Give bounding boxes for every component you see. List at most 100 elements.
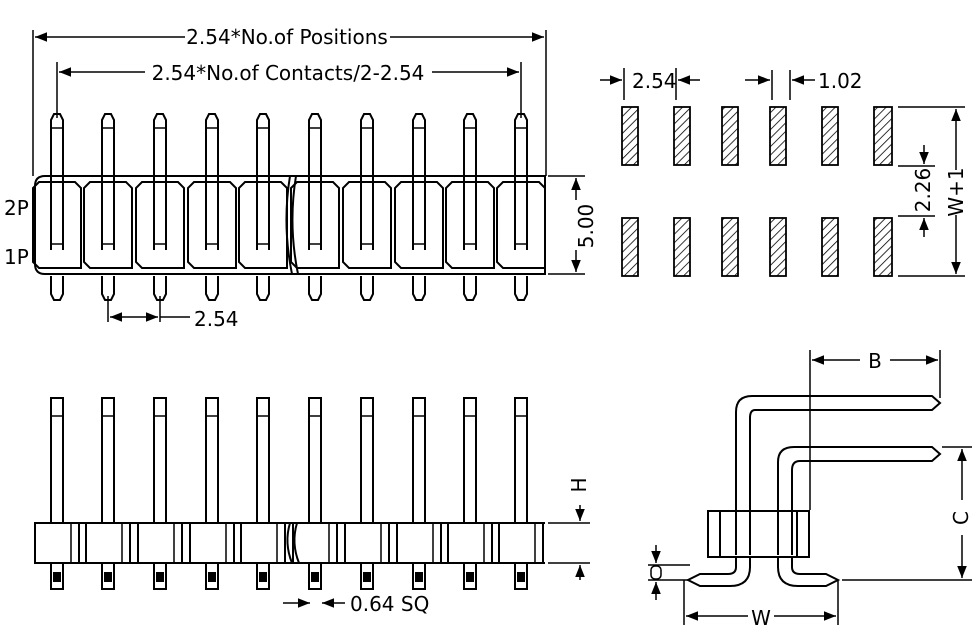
dim-row-label: 2.26: [911, 168, 935, 213]
left-lead: [685, 557, 751, 587]
top-pin: [101, 113, 115, 250]
front-pin-lead-fill: [259, 572, 267, 582]
top-pin: [205, 113, 219, 250]
dim-width-label: W+1: [944, 167, 968, 216]
row-label-2p: 2P: [4, 196, 29, 220]
break-mark: [291, 175, 299, 275]
pcb-pad-bottom: [821, 217, 839, 277]
top-pin-cell: [83, 181, 133, 269]
front-pin-lead-fill: [517, 572, 525, 582]
front-housing-cell: [137, 522, 183, 564]
pcb-pads: [621, 106, 893, 277]
right-lead: [777, 557, 841, 587]
top-pin-cell: [32, 181, 82, 269]
dim-pitch-label: 2.54: [194, 307, 239, 331]
front-pin-lead: [360, 562, 374, 590]
front-view-pins: [34, 397, 544, 590]
front-housing-cell: [292, 522, 338, 564]
front-pin-lead: [514, 562, 528, 590]
front-pin-lead: [50, 562, 64, 590]
top-pin-cell: [135, 181, 185, 269]
pcb-pad-bottom: [769, 217, 787, 277]
front-pin-lead: [256, 562, 270, 590]
lower-bent-pin: [777, 446, 942, 555]
front-pin-lead: [308, 562, 322, 590]
front-pin-lead-fill: [466, 572, 474, 582]
top-pin-lead: [360, 276, 374, 301]
dim-pin-label: 0.64 SQ: [350, 592, 429, 616]
row-label-1p: 1P: [4, 245, 29, 269]
front-pin-lead: [412, 562, 426, 590]
front-housing-cell: [344, 522, 390, 564]
top-pin-lead: [256, 276, 270, 301]
top-pin-lead: [50, 276, 64, 301]
front-housing-cell: [240, 522, 286, 564]
break-mark: [285, 175, 293, 275]
front-view: H 0.64 SQ: [34, 397, 591, 616]
dim-positions-label: 2.54*No.of Positions: [186, 25, 388, 49]
top-view-pins: [32, 113, 546, 301]
dim-h-label: H: [567, 477, 591, 492]
top-pin: [308, 113, 322, 250]
front-pin-lead-fill: [156, 572, 164, 582]
pcb-pad-top: [769, 106, 787, 166]
top-pin-cell: [290, 181, 340, 269]
front-pin-lead-fill: [104, 572, 112, 582]
front-break-mark: [293, 522, 300, 564]
top-pin-cell: [238, 181, 288, 269]
front-pin-lead: [101, 562, 115, 590]
front-housing-cell: [447, 522, 493, 564]
pcb-pad-top: [821, 106, 839, 166]
front-pin-lead: [153, 562, 167, 590]
dim-c-label: C: [949, 511, 973, 525]
upper-bent-pin: [735, 395, 942, 555]
side-view: B C W: [648, 349, 973, 630]
top-pin-lead: [514, 276, 528, 301]
front-pin-lead: [205, 562, 219, 590]
top-pin: [463, 113, 477, 250]
pcb-pad-bottom: [721, 217, 739, 277]
front-housing-cell: [396, 522, 442, 564]
dim-contacts-label: 2.54*No.of Contacts/2-2.54: [152, 61, 425, 85]
front-pin-lead-fill: [415, 572, 423, 582]
top-pin: [256, 113, 270, 250]
pcb-pad-bottom: [621, 217, 639, 277]
top-pin: [360, 113, 374, 250]
top-pin-cell: [187, 181, 237, 269]
side-view-housing: [707, 510, 810, 558]
top-view: 2.54*No.of Positions 2.54*No.of Contacts…: [4, 25, 598, 331]
front-break-mark: [286, 522, 293, 564]
top-pin-cell: [342, 181, 392, 269]
pcb-pad-bottom: [673, 217, 691, 277]
dim-b-label: B: [868, 349, 882, 373]
pcb-layout: 2.54 1.02 2.26 W+1: [600, 68, 968, 277]
front-pin-lead-fill: [363, 572, 371, 582]
dim-w-label: W: [751, 606, 771, 630]
top-pin: [153, 113, 167, 250]
front-housing-cell: [189, 522, 235, 564]
pcb-pad-top: [721, 106, 739, 166]
top-pin-cell: [394, 181, 444, 269]
front-housing-cell: [498, 522, 544, 564]
dim-height-label: 5.00: [574, 204, 598, 249]
dim-pcb-pitch-label: 2.54: [632, 69, 677, 93]
top-pin-cell: [496, 181, 546, 269]
front-housing-cell: [34, 522, 80, 564]
pcb-pad-top: [673, 106, 691, 166]
thickness-marker: [650, 565, 662, 580]
dim-hole-label: 1.02: [818, 69, 863, 93]
top-pin-lead: [308, 276, 322, 301]
top-pin: [412, 113, 426, 250]
top-pin-lead: [463, 276, 477, 301]
front-pin-lead-fill: [208, 572, 216, 582]
front-pin-lead-fill: [53, 572, 61, 582]
top-pin-lead: [205, 276, 219, 301]
front-housing-cell: [85, 522, 131, 564]
top-pin-lead: [412, 276, 426, 301]
top-pin-cell: [445, 181, 495, 269]
pcb-pad-top: [873, 106, 893, 166]
front-pin-lead-fill: [311, 572, 319, 582]
front-pin-lead: [463, 562, 477, 590]
pcb-pad-bottom: [873, 217, 893, 277]
